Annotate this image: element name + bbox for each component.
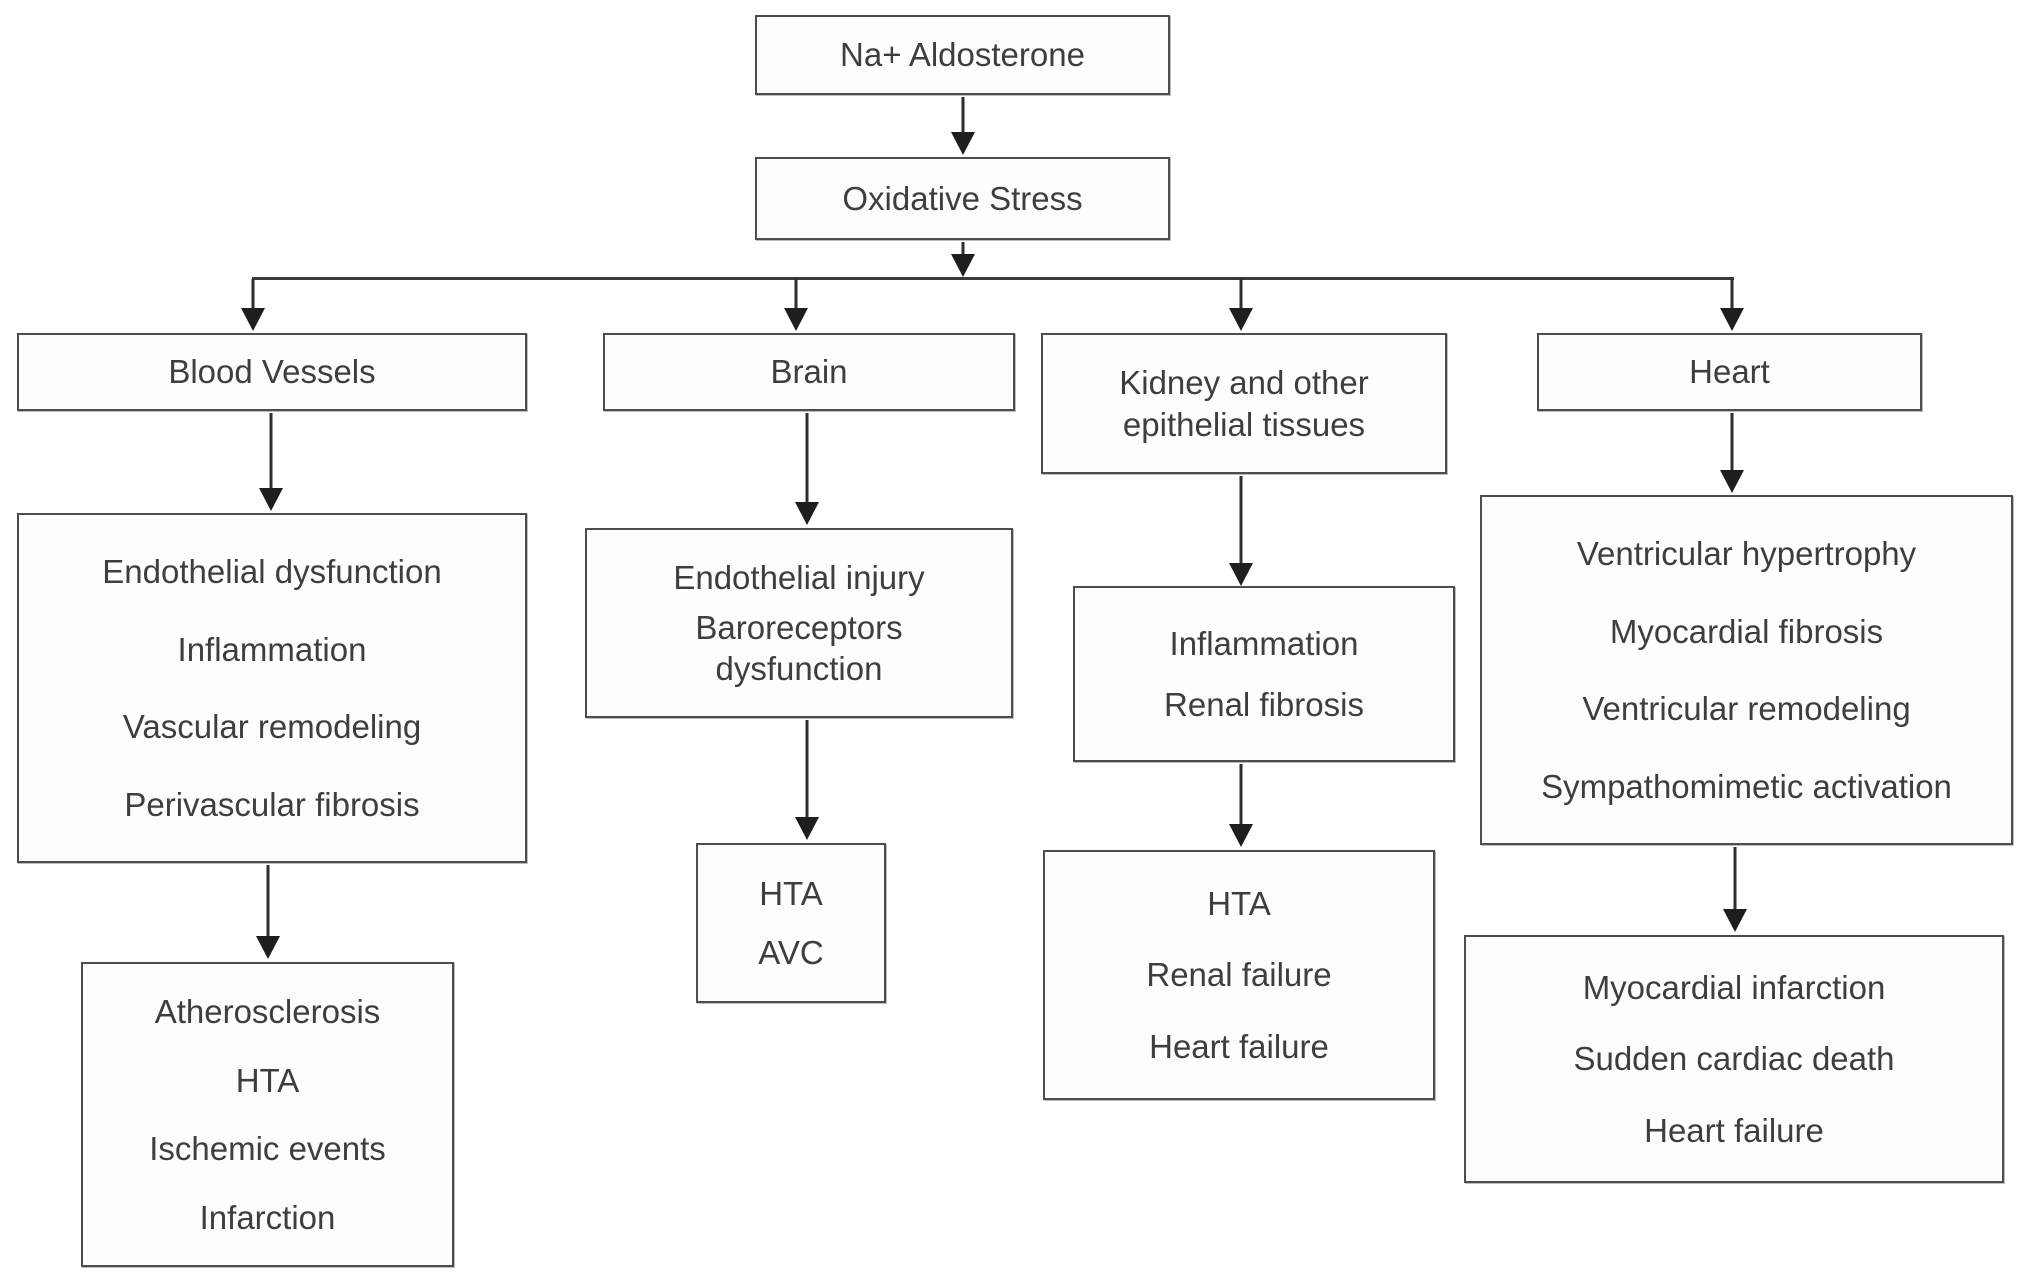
effect-item: Baroreceptors dysfunction bbox=[695, 608, 903, 687]
effect-item: Myocardial fibrosis bbox=[1609, 612, 1884, 650]
outcome-item: Heart failure bbox=[1149, 1028, 1329, 1066]
effect-item: Inflammation bbox=[1169, 624, 1359, 662]
arrow-shaft bbox=[805, 413, 809, 507]
arrowhead-icon bbox=[951, 132, 975, 155]
node-heart: Heart bbox=[1537, 333, 1922, 411]
arrowhead-icon bbox=[1229, 824, 1253, 847]
outcome-item: HTA bbox=[1207, 884, 1271, 922]
arrow-down-icon bbox=[258, 413, 284, 511]
arrow-down-icon bbox=[950, 242, 976, 277]
effect-item: Ventricular remodeling bbox=[1582, 690, 1911, 728]
arrow-down-icon bbox=[1719, 413, 1745, 493]
outcome-item: Myocardial infarction bbox=[1582, 969, 1886, 1007]
arrow-shaft bbox=[1733, 847, 1737, 914]
arrow-down-icon bbox=[950, 97, 976, 155]
arrow-shaft bbox=[251, 279, 255, 313]
outcome-item: Atherosclerosis bbox=[154, 993, 381, 1031]
arrowhead-icon bbox=[256, 936, 280, 959]
arrowhead-icon bbox=[1720, 470, 1744, 493]
effect-item: Endothelial dysfunction bbox=[102, 553, 442, 591]
node-label: Brain bbox=[770, 353, 848, 391]
node-label: Na+ Aldosterone bbox=[840, 36, 1085, 74]
node-na-aldosterone: Na+ Aldosterone bbox=[755, 15, 1170, 95]
arrow-shaft bbox=[1239, 279, 1243, 313]
effect-item: Ventricular hypertrophy bbox=[1576, 535, 1917, 573]
outcome-item: Infarction bbox=[199, 1198, 336, 1236]
outcome-item: Heart failure bbox=[1644, 1111, 1824, 1149]
node-blood-vessels-outcomes: Atherosclerosis HTA Ischemic events Infa… bbox=[81, 962, 454, 1267]
arrow-shaft bbox=[269, 413, 273, 493]
arrow-down-icon bbox=[1722, 847, 1748, 932]
arrow-down-icon bbox=[1228, 764, 1254, 847]
outcome-item: Ischemic events bbox=[149, 1130, 386, 1168]
arrowhead-icon bbox=[1229, 308, 1253, 331]
outcome-item: Renal failure bbox=[1146, 956, 1332, 994]
arrow-shaft bbox=[1730, 413, 1734, 475]
arrowhead-icon bbox=[951, 254, 975, 277]
arrow-down-icon bbox=[794, 720, 820, 840]
arrow-down-icon bbox=[1719, 279, 1745, 331]
arrow-shaft bbox=[961, 242, 965, 259]
node-kidney-effects: Inflammation Renal fibrosis bbox=[1073, 586, 1455, 762]
node-blood-vessels-effects: Endothelial dysfunction Inflammation Vas… bbox=[17, 513, 527, 863]
effect-item: Sympathomimetic activation bbox=[1541, 767, 1952, 805]
outcome-item: Sudden cardiac death bbox=[1573, 1040, 1895, 1078]
arrow-down-icon bbox=[1228, 476, 1254, 586]
arrowhead-icon bbox=[1723, 909, 1747, 932]
node-heart-effects: Ventricular hypertrophy Myocardial fibro… bbox=[1480, 495, 2013, 845]
node-kidney: Kidney and other epithelial tissues bbox=[1041, 333, 1447, 474]
node-blood-vessels: Blood Vessels bbox=[17, 333, 527, 411]
outcome-item: AVC bbox=[758, 933, 824, 971]
effect-item: Perivascular fibrosis bbox=[124, 785, 420, 823]
effect-item: Endothelial injury bbox=[673, 558, 925, 596]
arrow-down-icon bbox=[240, 279, 266, 331]
node-label: Heart bbox=[1689, 353, 1770, 391]
arrowhead-icon bbox=[241, 308, 265, 331]
effect-item: Inflammation bbox=[177, 630, 367, 668]
node-label: Kidney and other epithelial tissues bbox=[1119, 364, 1369, 443]
node-label: Oxidative Stress bbox=[842, 179, 1083, 217]
outcome-item: HTA bbox=[759, 874, 823, 912]
arrow-shaft bbox=[1239, 764, 1243, 829]
arrow-down-icon bbox=[255, 865, 281, 959]
arrow-shaft bbox=[1730, 279, 1734, 313]
node-oxidative-stress: Oxidative Stress bbox=[755, 157, 1170, 240]
arrowhead-icon bbox=[784, 308, 808, 331]
node-label: Blood Vessels bbox=[168, 353, 376, 391]
arrow-shaft bbox=[794, 279, 798, 313]
node-brain-outcomes: HTA AVC bbox=[696, 843, 886, 1003]
arrow-down-icon bbox=[794, 413, 820, 525]
arrow-down-icon bbox=[783, 279, 809, 331]
node-kidney-outcomes: HTA Renal failure Heart failure bbox=[1043, 850, 1435, 1100]
node-heart-outcomes: Myocardial infarction Sudden cardiac dea… bbox=[1464, 935, 2004, 1183]
outcome-item: HTA bbox=[235, 1061, 300, 1099]
arrowhead-icon bbox=[1229, 563, 1253, 586]
node-brain-effects: Endothelial injury Baroreceptors dysfunc… bbox=[585, 528, 1013, 718]
branch-rail-line bbox=[252, 277, 1734, 280]
arrowhead-icon bbox=[795, 817, 819, 840]
arrow-shaft bbox=[1239, 476, 1243, 568]
arrow-shaft bbox=[266, 865, 270, 941]
arrowhead-icon bbox=[795, 502, 819, 525]
arrowhead-icon bbox=[259, 488, 283, 511]
arrow-shaft bbox=[805, 720, 809, 822]
effect-item: Vascular remodeling bbox=[122, 708, 422, 746]
node-brain: Brain bbox=[603, 333, 1015, 411]
arrow-shaft bbox=[961, 97, 965, 137]
arrow-down-icon bbox=[1228, 279, 1254, 331]
effect-item: Renal fibrosis bbox=[1164, 686, 1364, 724]
arrowhead-icon bbox=[1720, 308, 1744, 331]
